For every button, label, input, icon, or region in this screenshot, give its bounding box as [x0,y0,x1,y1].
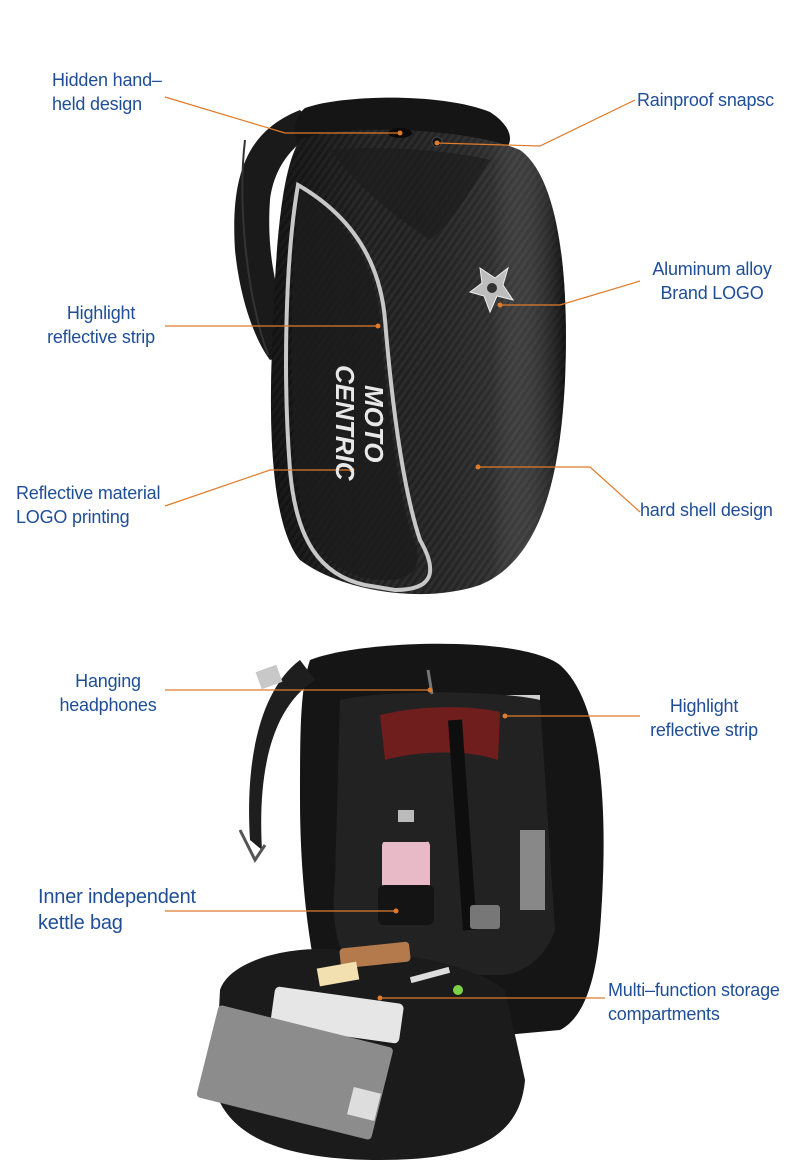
label-line: Highlight [669,696,739,716]
brand-logo-line1: MOTO [359,385,389,463]
open-backpack-interior [196,643,604,1160]
shoulder-strap [249,660,315,850]
label-line: reflective strip [650,720,758,740]
label-line: Brand LOGO [660,283,764,303]
leader-reflective-logo [164,469,352,507]
brand-logo-line2: CENTRIC [330,365,360,482]
brand-logo-print: MOTO CENTRIC [330,365,389,482]
reflective-strip [284,181,433,593]
label-rainproof: Rainproof snapsc [637,88,774,112]
mesh-pocket [520,830,545,910]
label-reflective-strip-bottom: Highlight reflective strip [634,694,774,742]
laptop [196,1005,393,1140]
hard-shell-backpack-front [234,97,566,595]
pen [409,966,451,984]
leader-aluminum-logo [500,280,641,306]
kettle-bottle [378,810,434,925]
label-line: Inner independent [38,886,196,908]
label-line: Aluminum alloy [652,259,772,279]
label-line: hard shell design [640,500,773,520]
label-kettle-bag: Inner independent kettle bag [38,884,196,936]
label-headphones: Hanging headphones [48,669,168,717]
shoulder-strap [234,110,320,360]
label-reflective-strip-top: Highlight reflective strip [36,301,166,349]
leader-hard-shell [478,466,641,513]
aluminum-logo-emblem [468,266,515,314]
label-line: headphones [59,695,157,715]
leader-lines [164,96,641,999]
label-reflective-logo: Reflective material LOGO printing [16,481,160,529]
label-storage: Multi–function storage compartments [608,978,780,1026]
label-line: Reflective material [16,483,161,503]
label-line: LOGO printing [16,507,130,527]
label-line: Hidden hand– [52,70,162,90]
reflective-patch [255,664,283,690]
label-hidden-handle: Hidden hand– held design [52,68,162,116]
label-line: Rainproof snapsc [637,90,774,110]
label-hard-shell: hard shell design [640,498,773,522]
label-line: Hanging [75,671,141,691]
green-clip [453,985,463,995]
label-aluminum-logo: Aluminum alloy Brand LOGO [642,257,782,305]
card [316,961,360,987]
label-line: Multi–function storage [608,980,780,1000]
label-line: Highlight [66,303,136,323]
label-line: kettle bag [38,912,123,934]
label-line: held design [52,94,142,114]
leader-hidden-handle [164,96,400,134]
label-line: reflective strip [47,327,155,347]
wallet [339,941,411,969]
label-line: compartments [608,1004,720,1024]
leader-rainproof [436,99,636,147]
